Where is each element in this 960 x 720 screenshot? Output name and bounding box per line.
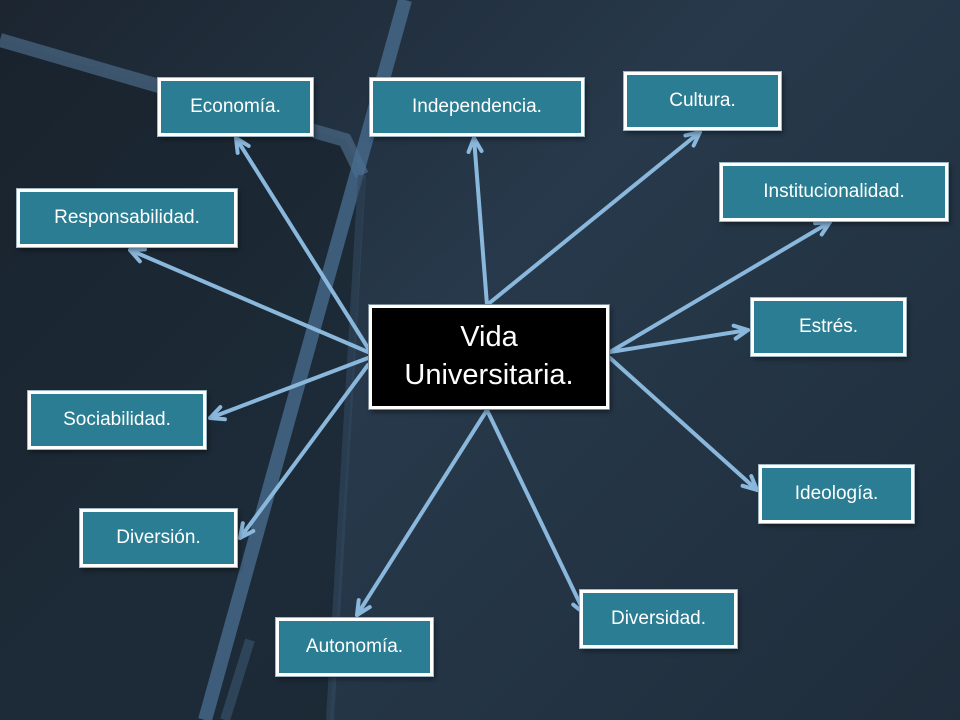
arrow-sociabilidad-head <box>208 405 227 422</box>
node-diversion-label: Diversión. <box>116 527 201 548</box>
node-diversidad: Diversidad. <box>579 589 738 649</box>
arrow-responsabilidad-line <box>128 248 370 354</box>
arrow-diversion-line <box>238 363 370 540</box>
arrow-cultura-head <box>683 130 702 148</box>
node-ideologia-label: Ideología. <box>794 483 879 504</box>
center-node: Vida Universitaria. <box>368 304 610 410</box>
node-autonomia: Autonomía. <box>275 617 434 677</box>
arrow-ideologia-head <box>740 474 759 492</box>
node-ideologia: Ideología. <box>758 464 915 524</box>
arrow-economia-head <box>234 136 251 155</box>
arrow-institucionalidad-line <box>608 220 832 354</box>
arrow-diversion-head <box>238 521 256 540</box>
node-independencia: Independencia. <box>369 77 585 137</box>
node-economia: Economía. <box>157 77 314 137</box>
arrow-independencia-head <box>466 136 484 154</box>
node-autonomia-label: Autonomía. <box>305 636 404 657</box>
arrow-estres-head <box>731 323 750 341</box>
node-economia-label: Economía. <box>190 96 281 117</box>
node-diversion: Diversión. <box>79 508 238 568</box>
node-independencia-label: Independencia. <box>412 96 542 117</box>
arrow-institucionalidad-head <box>813 220 832 237</box>
arrow-estres-line <box>608 328 750 354</box>
arrow-autonomia-head <box>355 598 372 617</box>
node-responsabilidad-label: Responsabilidad. <box>54 207 200 228</box>
arrow-economia-line <box>234 136 370 350</box>
node-institucionalidad: Institucionalidad. <box>719 162 949 222</box>
center-node-label: Vida Universitaria. <box>404 321 574 391</box>
node-responsabilidad: Responsabilidad. <box>16 188 238 248</box>
node-estres-label: Estrés. <box>798 316 859 337</box>
node-cultura-label: Cultura. <box>669 90 736 111</box>
arrow-responsabilidad-head <box>128 247 147 264</box>
node-estres: Estrés. <box>750 297 907 357</box>
arrow-cultura-line <box>485 130 702 307</box>
arrow-autonomia-line <box>355 408 489 617</box>
arrow-diversidad-line <box>485 408 587 616</box>
node-cultura: Cultura. <box>623 71 782 131</box>
node-sociabilidad: Sociabilidad. <box>27 390 207 450</box>
arrow-sociabilidad-line <box>208 356 370 420</box>
node-diversidad-label: Diversidad. <box>610 608 707 629</box>
node-institucionalidad-label: Institucionalidad. <box>763 181 905 202</box>
arrow-ideologia-line <box>608 356 759 492</box>
node-sociabilidad-label: Sociabilidad. <box>63 409 171 430</box>
arrow-independencia-line <box>472 136 489 307</box>
